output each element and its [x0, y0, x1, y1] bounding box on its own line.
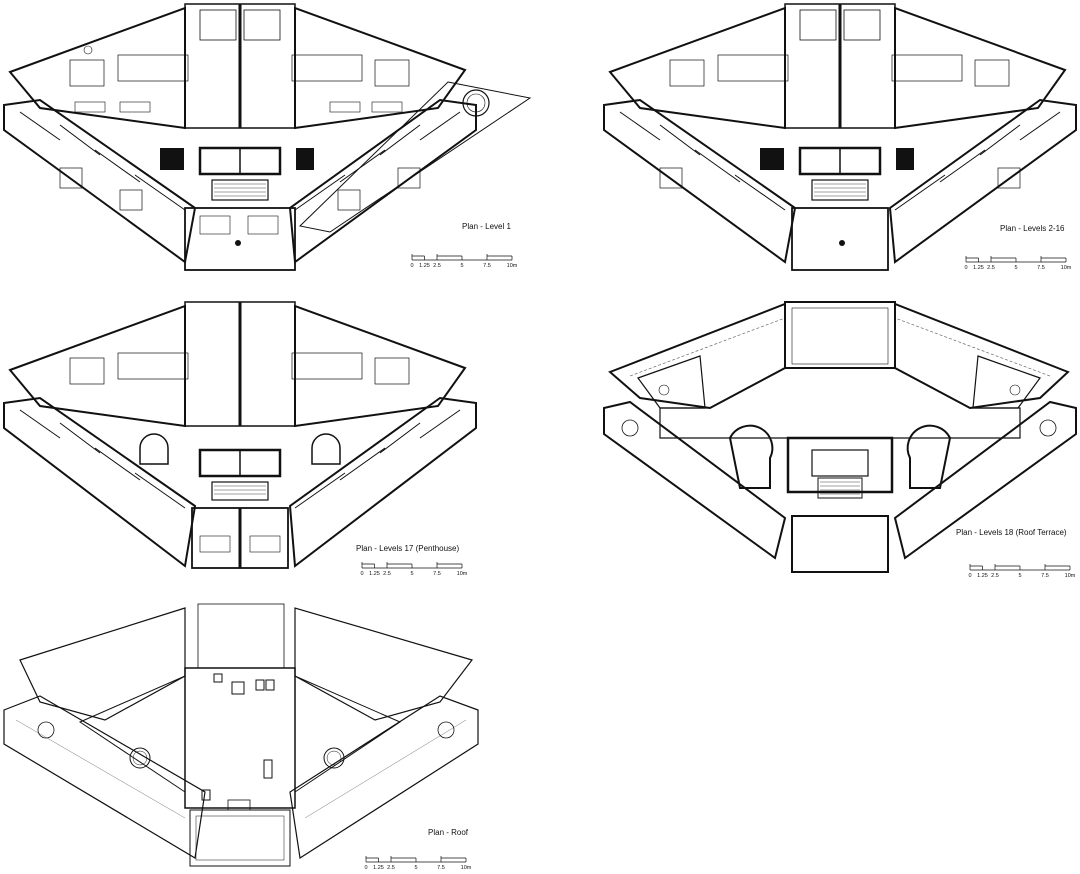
floor-plan-level-1-drawing — [3, 3, 532, 271]
scale-label: 1.25 — [419, 263, 430, 269]
scale-label: 10m — [1060, 265, 1072, 271]
scale-label: 10m — [506, 263, 518, 269]
scale-bar-graphic — [365, 856, 467, 863]
plan-title-level-1: Plan - Level 1 — [462, 222, 511, 231]
floor-plan-levels-17-penthouse-drawing — [3, 301, 477, 569]
scale-label: 7.5 — [483, 263, 491, 269]
floor-plan-levels-18-roof-terrace-drawing — [603, 301, 1077, 573]
scale-label: 2.5 — [433, 263, 441, 269]
plan-title-levels-2-16: Plan - Levels 2-16 — [1000, 224, 1065, 233]
scale-label: 0 — [410, 263, 414, 269]
scale-bar-graphic — [361, 562, 463, 569]
scale-bar-graphic — [411, 254, 513, 261]
scale-label: 10m — [1064, 573, 1076, 579]
scale-label: 2.5 — [991, 573, 999, 579]
scale-label: 5 — [414, 865, 418, 871]
scale-label: 5 — [410, 571, 414, 577]
scale-label: 1.25 — [369, 571, 380, 577]
scale-label: 7.5 — [433, 571, 441, 577]
scale-label: 0 — [360, 571, 364, 577]
scale-label: 5 — [460, 263, 464, 269]
floor-plan-roof-drawing — [3, 603, 479, 867]
scale-label: 1.25 — [373, 865, 384, 871]
scale-label: 1.25 — [977, 573, 988, 579]
scale-label: 2.5 — [383, 571, 391, 577]
scale-label: 7.5 — [437, 865, 445, 871]
scale-label: 10m — [456, 571, 468, 577]
scale-label: 7.5 — [1041, 573, 1049, 579]
scale-label: 0 — [968, 573, 972, 579]
scale-bar-graphic — [969, 564, 1071, 571]
scale-label: 1.25 — [973, 265, 984, 271]
scale-label: 5 — [1014, 265, 1018, 271]
scale-label: 2.5 — [387, 865, 395, 871]
scale-label: 2.5 — [987, 265, 995, 271]
scale-label: 0 — [964, 265, 968, 271]
scale-label: 5 — [1018, 573, 1022, 579]
scale-label: 7.5 — [1037, 265, 1045, 271]
plan-title-roof: Plan - Roof — [428, 828, 469, 837]
plan-title-levels-18-roof-terrace: Plan - Levels 18 (Roof Terrace) — [956, 528, 1067, 537]
floor-plan-levels-2-16-drawing — [603, 3, 1077, 271]
plan-title-levels-17-penthouse: Plan - Levels 17 (Penthouse) — [356, 544, 460, 553]
scale-label: 10m — [460, 865, 472, 871]
scale-bar-graphic — [965, 256, 1067, 263]
scale-label: 0 — [364, 865, 368, 871]
